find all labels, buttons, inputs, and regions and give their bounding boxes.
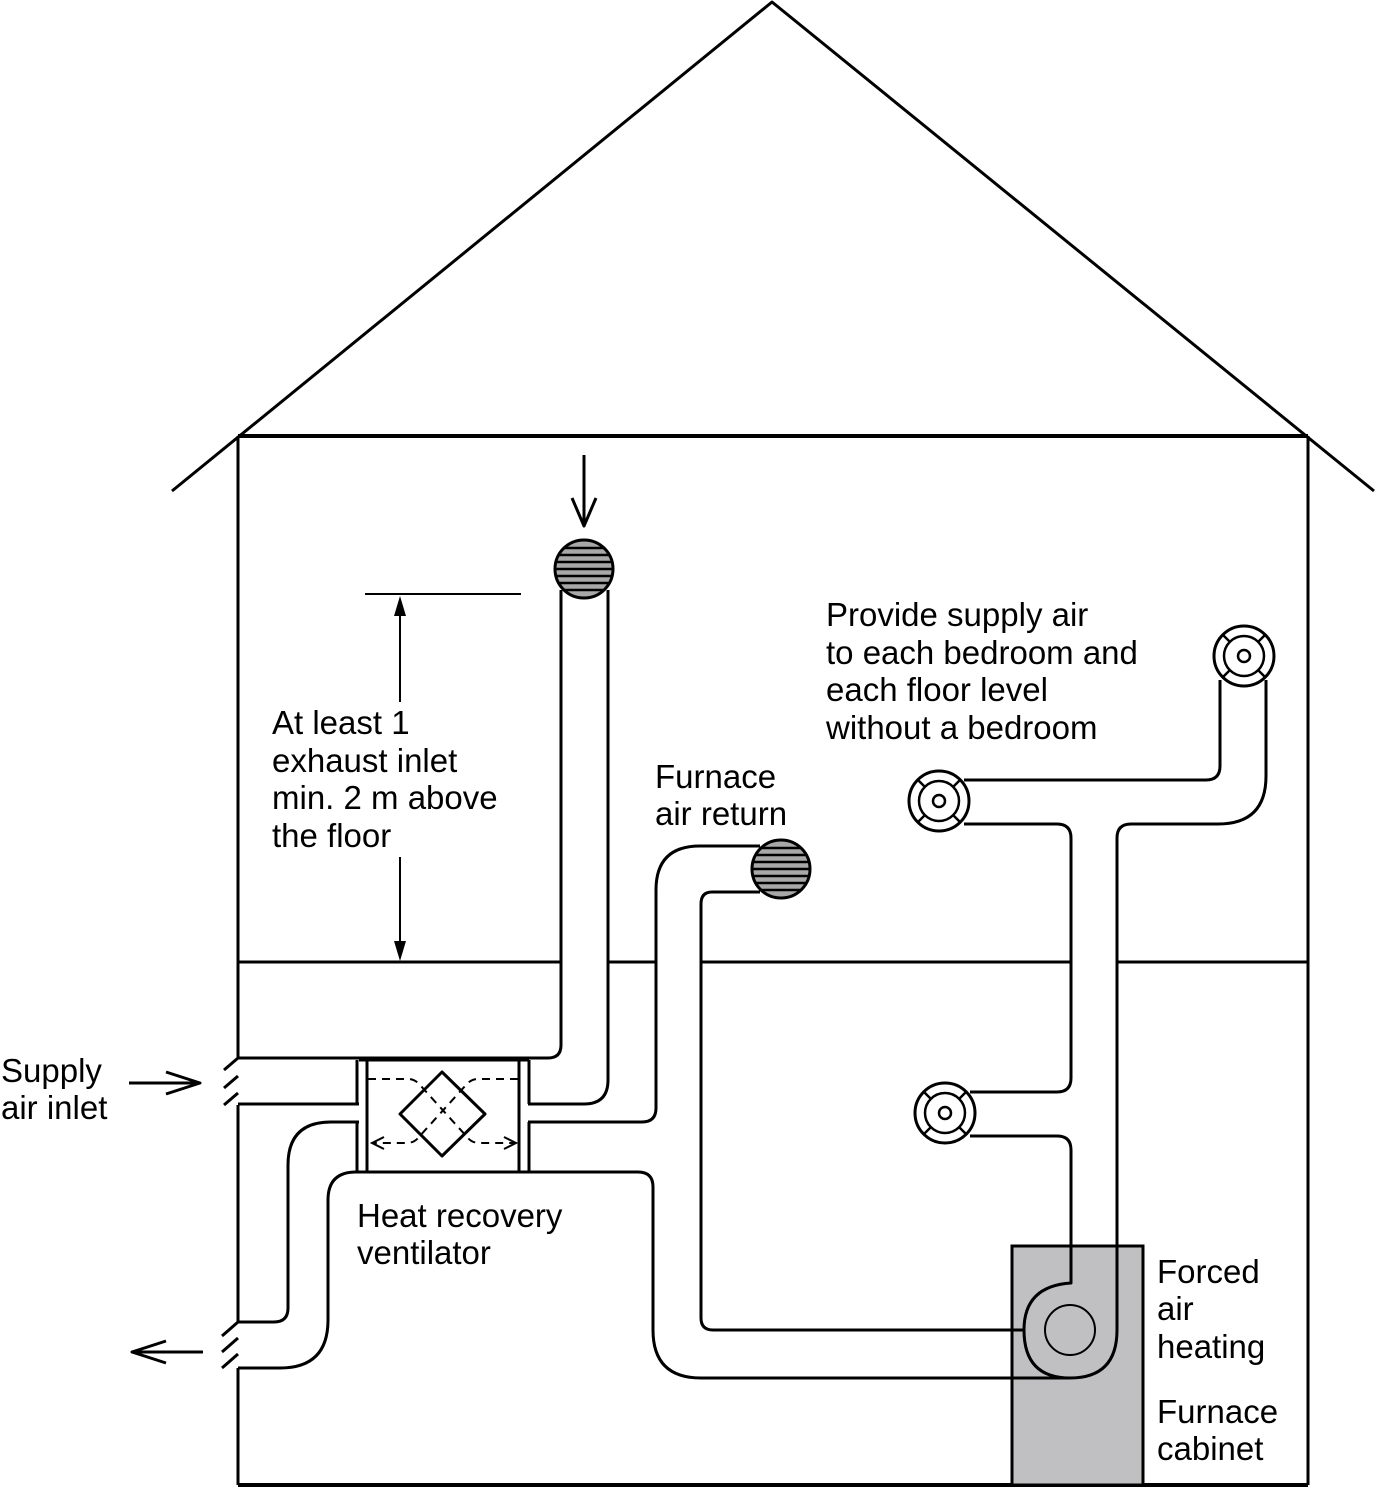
cabinet-box [1010, 1244, 1145, 1487]
airflow-path-2 [372, 1078, 518, 1144]
hrv-label: Heat recovery ventilator [357, 1197, 572, 1271]
height-dimension [365, 593, 521, 961]
exhaust-out-arrow-icon [130, 1339, 203, 1365]
supply-wall-vent-icon [223, 1056, 239, 1107]
dimension-arrow-down-icon [394, 941, 406, 961]
supply-diffuser-icon [1212, 624, 1276, 688]
furnace-return-duct [528, 844, 1024, 1332]
supply-inlet-label: Supply air inlet [1, 1052, 111, 1126]
exhaust-wall-vent-icon [221, 1320, 239, 1370]
airflow-arrow-left-icon [369, 1136, 385, 1150]
house-outline [171, 0, 1375, 1487]
supply-trunk-duct [964, 680, 1268, 1290]
blower-fan-icon [1022, 1281, 1119, 1380]
forced-air-label: Forced air heating [1157, 1253, 1269, 1365]
dimension-arrow-up-icon [394, 596, 406, 616]
return-grille-icon [750, 838, 812, 900]
exhaust-note: At least 1 exhaust inlet min. 2 m above … [272, 704, 507, 854]
exhaust-grille-icon [553, 538, 615, 600]
heat-recovery-ventilator [340, 1058, 531, 1174]
furnace-cabinet [1010, 1244, 1145, 1487]
supply-in-arrow-icon [129, 1070, 202, 1096]
heat-exchanger-core-icon [398, 1070, 487, 1158]
supply-diffuser-icon [913, 1081, 977, 1145]
outdoor-exhaust-duct [238, 1120, 359, 1370]
roof [171, 0, 1375, 493]
airflow-arrow-right-icon [503, 1136, 519, 1150]
airflow-path-1 [368, 1078, 514, 1144]
supply-diffuser-icon [907, 769, 971, 833]
supply-note: Provide supply air to each bedroom and e… [825, 596, 1147, 746]
furnace-cabinet-label: Furnace cabinet [1157, 1393, 1287, 1467]
exhaust-duct [238, 455, 610, 1106]
hrv-supply-duct [528, 1170, 1070, 1380]
furnace-return-label: Furnace air return [655, 758, 787, 832]
exhaust-arrow-head-icon [570, 497, 598, 528]
